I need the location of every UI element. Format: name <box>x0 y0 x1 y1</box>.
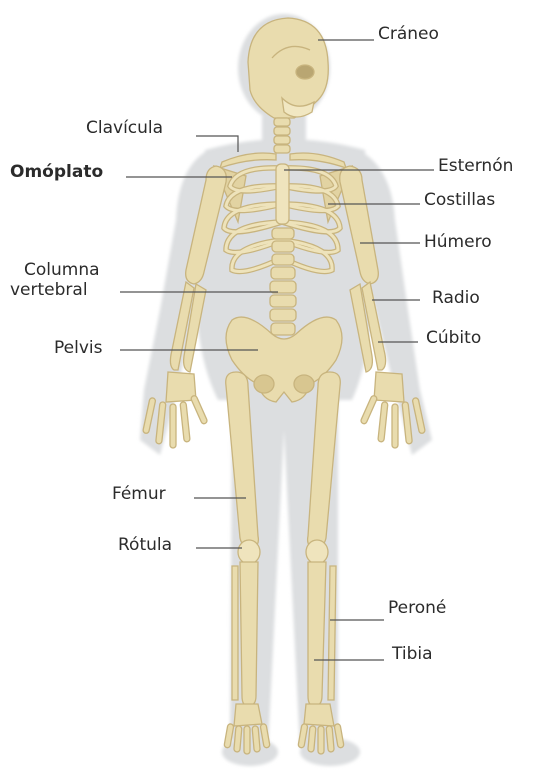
spine <box>270 228 296 335</box>
label-tibia: Tibia <box>392 644 433 664</box>
label-perone: Peroné <box>388 598 446 618</box>
label-clavicula: Clavícula <box>86 118 163 138</box>
label-radio: Radio <box>432 288 480 308</box>
patella-right <box>306 540 328 564</box>
bones <box>143 18 426 754</box>
tibia-left <box>240 562 258 706</box>
patella-left <box>238 540 260 564</box>
label-cubito: Cúbito <box>426 328 481 348</box>
cervical-vertebrae <box>274 118 290 153</box>
label-costillas: Costillas <box>424 190 495 210</box>
label-columna-line2: vertebral <box>10 280 88 300</box>
label-rotula: Rótula <box>118 535 172 555</box>
label-pelvis: Pelvis <box>54 338 102 358</box>
label-esternon: Esternón <box>438 156 513 176</box>
label-columna-line1: Columna <box>24 260 100 280</box>
fibula-right <box>328 566 336 700</box>
label-femur: Fémur <box>112 484 166 504</box>
label-omoplato: Omóplato <box>10 162 103 182</box>
label-humero: Húmero <box>424 232 492 252</box>
label-craneo: Cráneo <box>378 24 439 44</box>
fibula-left <box>232 566 238 700</box>
sternum <box>276 164 289 224</box>
